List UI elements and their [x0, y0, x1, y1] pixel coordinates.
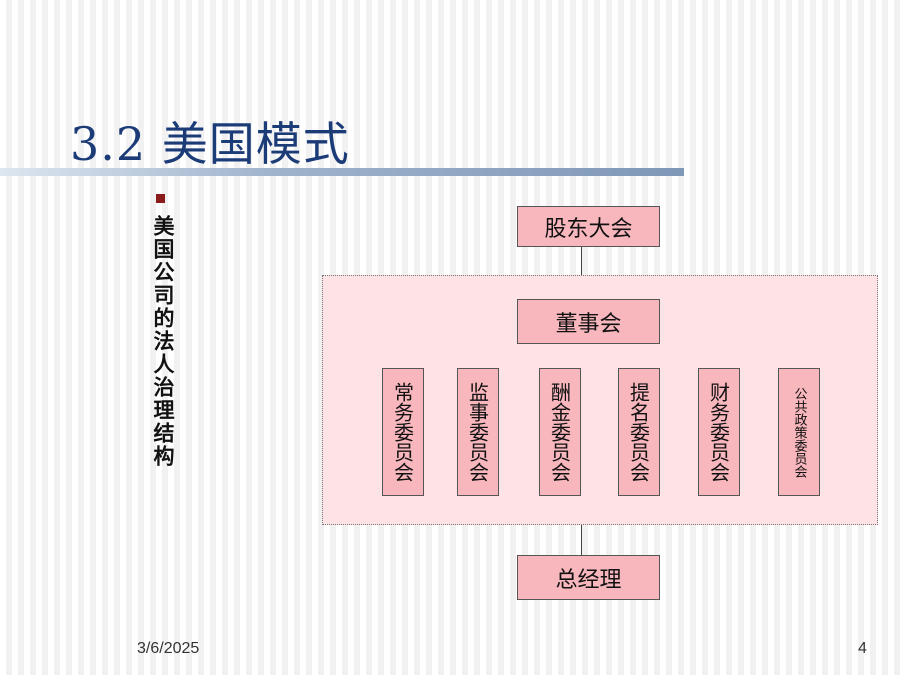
committee-nomination: 提名委员会	[618, 368, 660, 496]
footer-date: 3/6/2025	[137, 640, 200, 657]
board-of-directors-box: 董事会	[517, 299, 660, 344]
committee-public-policy: 公共政策委员会	[778, 368, 820, 496]
connector-top	[581, 247, 582, 275]
connector-bottom	[581, 525, 582, 555]
side-label: 美国公司的法人治理结构	[151, 215, 175, 468]
shareholders-meeting-box: 股东大会	[517, 206, 660, 247]
general-manager-box: 总经理	[517, 555, 660, 600]
page-number: 4	[858, 640, 867, 657]
committee-standing: 常务委员会	[382, 368, 424, 496]
title-underline-bar	[0, 168, 684, 176]
committee-finance: 财务委员会	[698, 368, 740, 496]
committee-compensation: 酬金委员会	[539, 368, 581, 496]
slide-title: 3.2 美国模式	[70, 117, 350, 171]
committee-supervisory: 监事委员会	[457, 368, 499, 496]
bullet-square-icon	[156, 194, 165, 203]
